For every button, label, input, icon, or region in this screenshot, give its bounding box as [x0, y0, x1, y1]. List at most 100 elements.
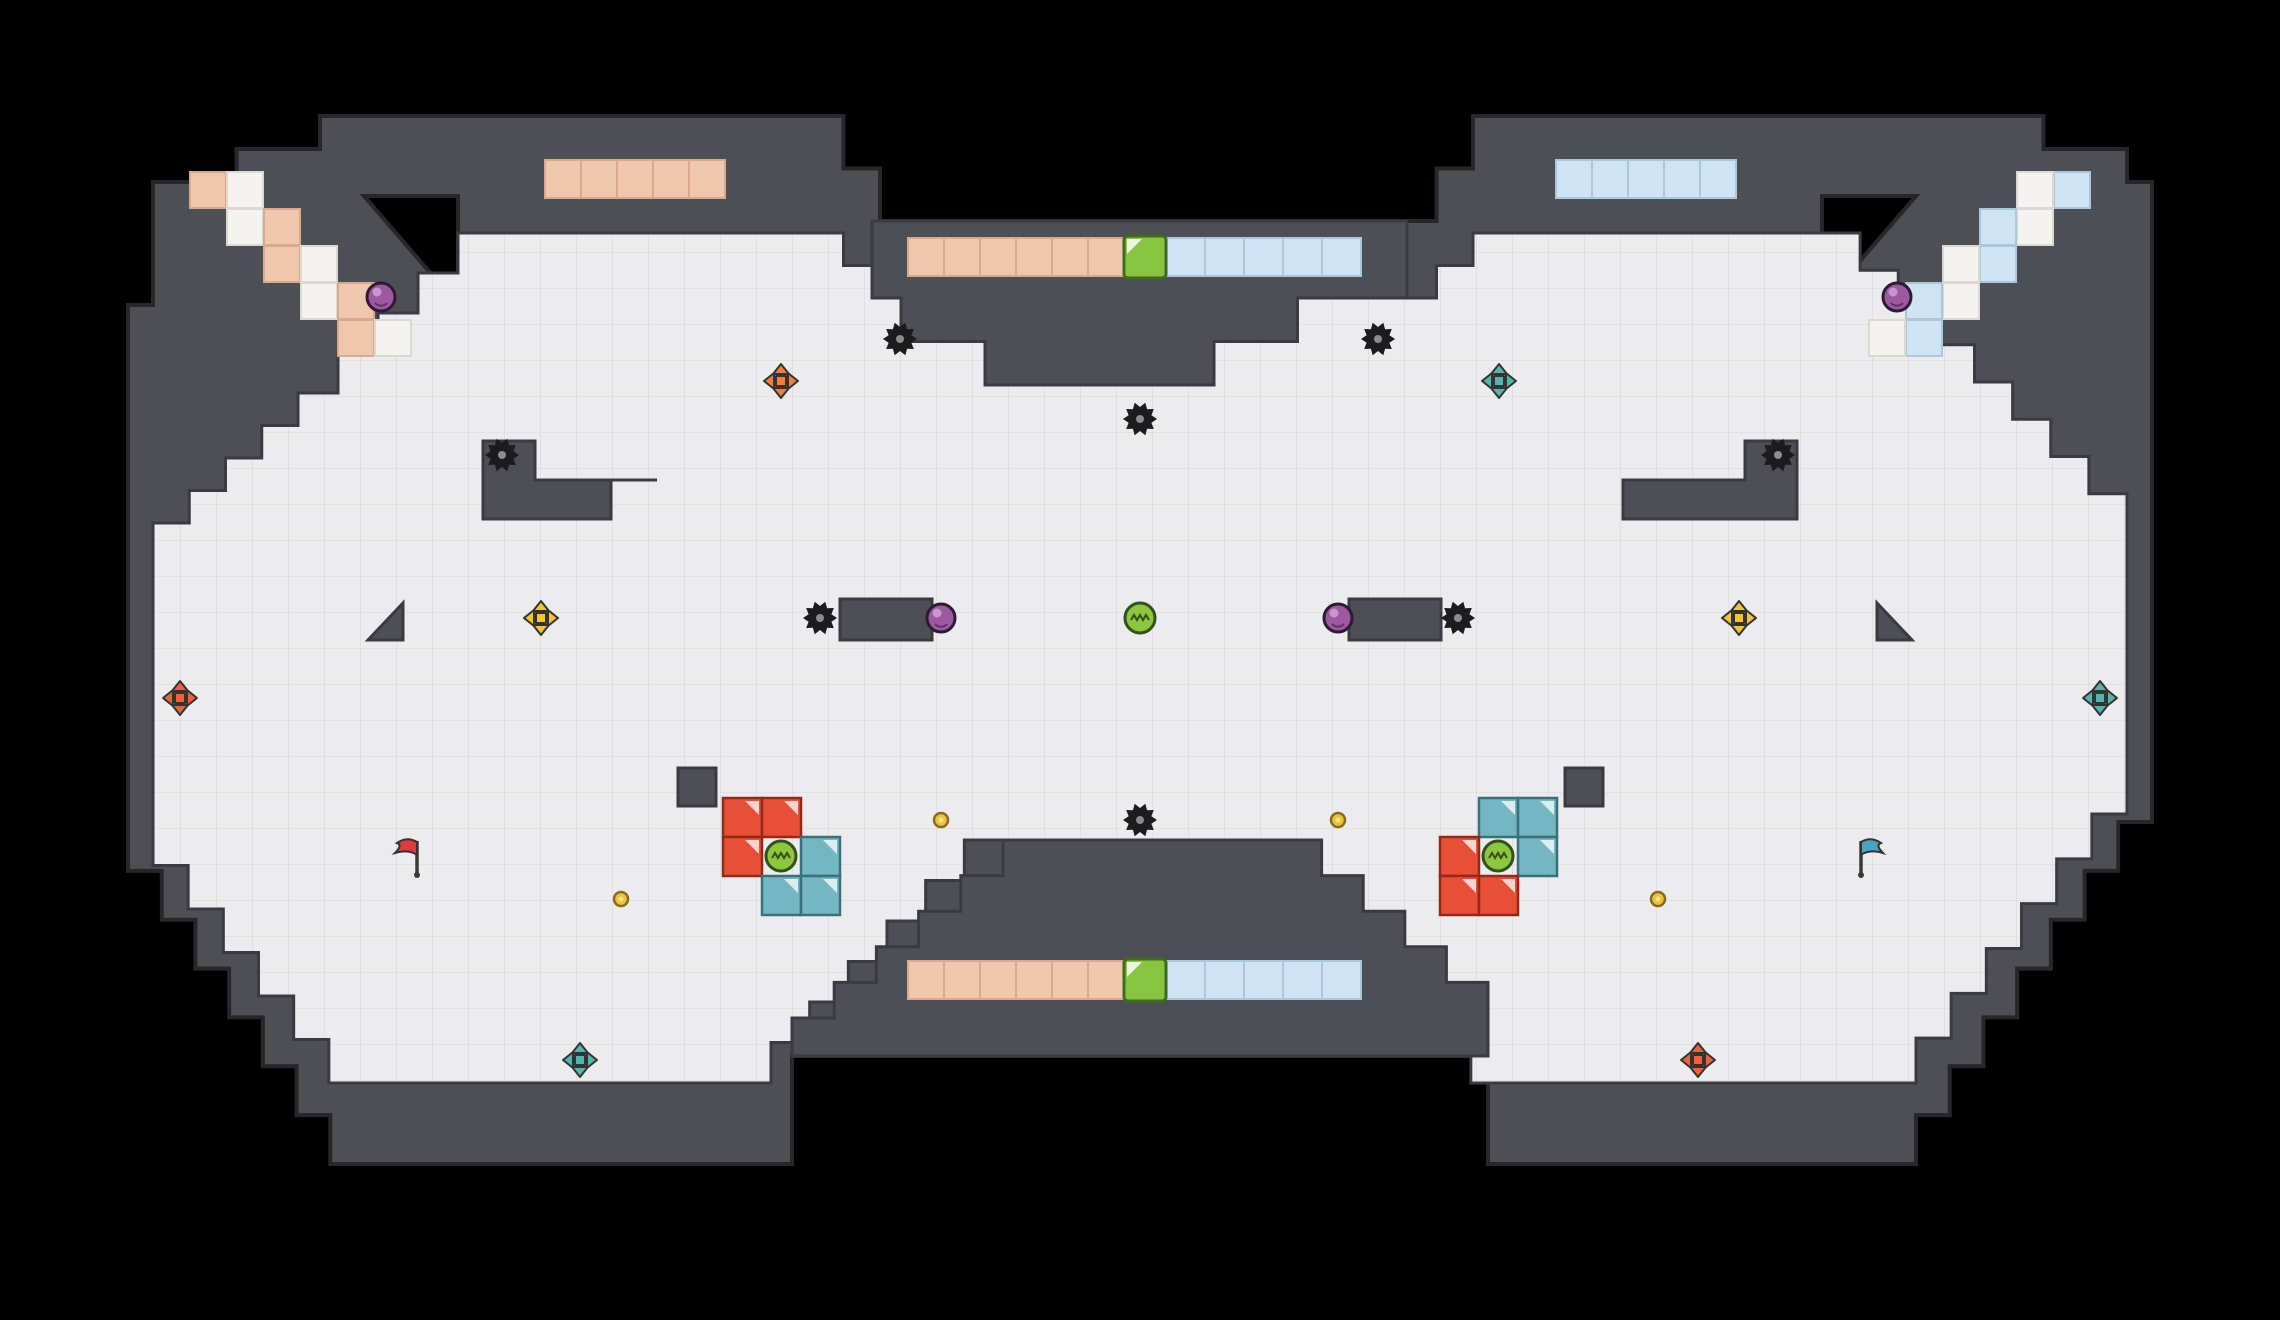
boost-cross-yellow[interactable]	[523, 600, 559, 636]
checker-tile-white	[2016, 208, 2054, 246]
spawn-tile-salmon	[1015, 237, 1053, 277]
spawn-tile-blue	[1627, 159, 1665, 199]
wall-feature-right-gear-platform	[1621, 439, 1799, 521]
green-orb[interactable]	[1481, 839, 1515, 873]
checker-tile-blue	[1979, 245, 2017, 283]
spawn-tile-blue	[1321, 237, 1362, 277]
exit-switch-fold	[1127, 962, 1142, 977]
saw-gear[interactable]	[1361, 322, 1395, 356]
cloth-tile-fold	[823, 840, 837, 854]
wall-feature-mid-bottom-block	[790, 838, 1490, 1058]
spawn-tile-blue	[1321, 960, 1362, 1000]
checker-tile-white	[300, 282, 338, 320]
saw-gear[interactable]	[1761, 438, 1795, 472]
spawn-tile-salmon	[1087, 237, 1125, 277]
checker-tile-white	[374, 319, 412, 357]
cloth-tile-fold	[1540, 801, 1554, 815]
spawn-tile-salmon	[1051, 960, 1089, 1000]
spawn-tile-blue	[1282, 237, 1323, 277]
spawn-tile-salmon	[1051, 237, 1089, 277]
cloth-tile-fold	[1462, 879, 1476, 893]
cloth-tile-fold	[745, 801, 759, 815]
green-orb[interactable]	[764, 839, 798, 873]
wall-feature-left-mid-bar	[838, 597, 934, 642]
saw-gear[interactable]	[1441, 601, 1475, 635]
coin[interactable]	[612, 890, 630, 908]
green-orb[interactable]	[1123, 601, 1157, 635]
checker-tile-white	[300, 245, 338, 283]
saw-gear[interactable]	[1123, 803, 1157, 837]
spawn-tile-salmon	[1087, 960, 1125, 1000]
boost-cross-teal[interactable]	[1481, 363, 1517, 399]
checker-tile-white	[226, 208, 264, 246]
cloth-tile-fold	[784, 801, 798, 815]
boost-cross-red_orange[interactable]	[1680, 1042, 1716, 1078]
flag-red[interactable]	[391, 838, 420, 878]
checker-tile-blue	[1905, 319, 1943, 357]
cloth-tile-fold	[1540, 840, 1554, 854]
spawn-tile-salmon	[907, 960, 945, 1000]
spawn-tile-salmon	[979, 960, 1017, 1000]
wall-feature-left-gear-platform	[481, 439, 657, 521]
spawn-tile-blue	[1699, 159, 1737, 199]
wall-feature-left-small-block	[676, 766, 718, 808]
wall-feature-left-ramp-wedge	[364, 599, 405, 642]
wall-feature-right-small-block	[1563, 766, 1605, 808]
cloth-tile-fold	[1462, 840, 1476, 854]
cloth-tile-red	[721, 835, 764, 878]
spawn-tile-blue	[1165, 960, 1206, 1000]
cloth-tile-fold	[745, 840, 759, 854]
spawn-tile-salmon	[1015, 960, 1053, 1000]
checker-tile-salmon	[263, 208, 301, 246]
spawn-tile-salmon	[907, 237, 945, 277]
spawn-tile-blue	[1204, 237, 1245, 277]
checker-tile-white	[1942, 245, 1980, 283]
spawn-tile-blue	[1555, 159, 1593, 199]
checker-tile-salmon	[337, 319, 375, 357]
saw-gear[interactable]	[485, 438, 519, 472]
spawn-tile-salmon	[943, 960, 981, 1000]
spawn-tile-salmon	[544, 159, 582, 199]
mine-orb[interactable]	[1881, 281, 1913, 313]
spawn-tile-blue	[1204, 960, 1245, 1000]
checker-tile-white	[1942, 282, 1980, 320]
cloth-tile-fold	[1501, 879, 1515, 893]
spawn-tile-blue	[1282, 960, 1323, 1000]
checker-tile-white	[226, 171, 264, 209]
checker-tile-white	[2016, 171, 2054, 209]
spawn-tile-blue	[1243, 237, 1284, 277]
checker-tile-blue	[1979, 208, 2017, 246]
coin[interactable]	[932, 811, 950, 829]
boost-cross-red_orange[interactable]	[162, 680, 198, 716]
wall-feature-right-mid-bar	[1347, 597, 1443, 642]
saw-gear[interactable]	[803, 601, 837, 635]
spawn-tile-blue	[1663, 159, 1701, 199]
spawn-tile-blue	[1165, 237, 1206, 277]
spawn-tile-salmon	[580, 159, 618, 199]
checker-tile-blue	[1905, 282, 1943, 320]
spawn-tile-blue	[1591, 159, 1629, 199]
boost-cross-orange[interactable]	[763, 363, 799, 399]
cloth-tile-fold	[784, 879, 798, 893]
boost-cross-teal[interactable]	[2082, 680, 2118, 716]
saw-gear[interactable]	[883, 322, 917, 356]
spawn-tile-salmon	[979, 237, 1017, 277]
mine-orb[interactable]	[365, 281, 397, 313]
checker-tile-salmon	[263, 245, 301, 283]
cloth-tile-fold	[823, 879, 837, 893]
coin[interactable]	[1329, 811, 1347, 829]
saw-gear[interactable]	[1123, 402, 1157, 436]
spawn-tile-salmon	[652, 159, 690, 199]
boost-cross-yellow[interactable]	[1721, 600, 1757, 636]
coin[interactable]	[1649, 890, 1667, 908]
spawn-tile-salmon	[943, 237, 981, 277]
mine-orb[interactable]	[925, 602, 957, 634]
spawn-tile-salmon	[616, 159, 654, 199]
boost-cross-teal[interactable]	[562, 1042, 598, 1078]
cloth-tile-fold	[1501, 801, 1515, 815]
mine-orb[interactable]	[1322, 602, 1354, 634]
flag-blue[interactable]	[1858, 838, 1887, 878]
wall-feature-right-ramp-wedge	[1875, 599, 1916, 642]
